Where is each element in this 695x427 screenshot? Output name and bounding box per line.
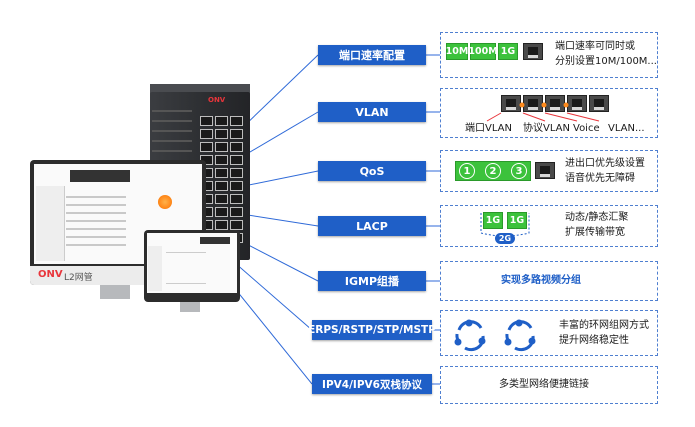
- speed-chip: 10M: [446, 43, 468, 60]
- switch-port: [230, 142, 243, 152]
- detail-box-qos: 1 2 3 进出口优先级设置 语音优先无障碍: [440, 150, 658, 192]
- vlan-link-lines: [486, 102, 600, 122]
- detail-box-vlan: 端口VLAN 协议VLAN Voice VLAN...: [440, 88, 658, 138]
- feature-label-vlan: VLAN: [318, 102, 426, 122]
- switch-port: [200, 129, 213, 139]
- switch-port: [200, 116, 213, 126]
- lacp-aggregate-badge: 2G: [495, 233, 515, 244]
- screen-switch-preview: [70, 170, 130, 182]
- switch-port: [230, 129, 243, 139]
- feature-desc: 动态/静态汇聚: [565, 212, 629, 223]
- feature-desc: 实现多路视频分组: [501, 275, 581, 286]
- heat-fin: [152, 110, 192, 112]
- screen-sidebar: [148, 246, 162, 291]
- switch-port: [230, 116, 243, 126]
- monitor-stand: [100, 285, 130, 299]
- detail-box-igmp: 实现多路视频分组: [440, 261, 658, 301]
- heat-fin: [152, 150, 192, 152]
- feature-desc: 丰富的环网组网方式: [559, 320, 649, 331]
- feature-desc: 提升网络稳定性: [559, 335, 629, 346]
- screen-table: [166, 252, 206, 284]
- heat-fin: [152, 120, 192, 122]
- priority-number: 2: [485, 163, 501, 179]
- hub-node-icon: [158, 195, 172, 209]
- feature-label-igmp: IGMP组播: [318, 271, 426, 291]
- switch-port: [215, 194, 228, 204]
- ethernet-port-icon: [523, 43, 543, 60]
- switch-port: [215, 129, 228, 139]
- feature-label-ring: ERPS/RSTP/STP/MSTP: [308, 320, 436, 340]
- lacp-chip: 1G: [507, 212, 527, 229]
- feature-desc: 端口速率可同时或: [555, 41, 635, 52]
- switch-port: [230, 207, 243, 217]
- feature-label-qos: QoS: [318, 161, 426, 181]
- switch-port: [215, 181, 228, 191]
- ethernet-port-icon: [535, 162, 555, 179]
- feature-label-ipv6: IPV4/IPV6双栈协议: [312, 374, 432, 394]
- lacp-chip: 1G: [483, 212, 503, 229]
- feature-desc: VLAN...: [608, 123, 645, 134]
- detail-box-speed: 10M 100M 1G 端口速率可同时或 分别设置10M/100M...: [440, 32, 658, 78]
- switch-port: [230, 220, 243, 230]
- feature-desc: 分别设置10M/100M...: [555, 56, 657, 67]
- product-name: L2网管: [64, 273, 93, 283]
- brand-logo: ONV: [38, 269, 63, 280]
- priority-number: 1: [459, 163, 475, 179]
- heat-fin: [152, 130, 192, 132]
- switch-port: [215, 220, 228, 230]
- feature-desc: 语音优先无障碍: [565, 173, 635, 184]
- feature-desc: 端口VLAN: [465, 123, 512, 134]
- speed-chip: 1G: [498, 43, 518, 60]
- ring-network-icon: [454, 319, 536, 352]
- switch-port: [230, 155, 243, 165]
- switch-top: [150, 84, 250, 94]
- switch-port: [230, 181, 243, 191]
- detail-box-ring: 丰富的环网组网方式 提升网络稳定性: [440, 310, 658, 356]
- switch-port: [230, 168, 243, 178]
- heat-fin: [152, 140, 192, 142]
- feature-desc: 扩展传输带宽: [565, 227, 625, 238]
- switch-port: [215, 142, 228, 152]
- priority-number: 3: [511, 163, 527, 179]
- feature-desc: 协议VLAN: [523, 123, 570, 134]
- feature-desc: 进出口优先级设置: [565, 158, 645, 169]
- speed-chip: 100M: [468, 43, 498, 60]
- screen-switch-preview: [200, 237, 230, 244]
- switch-port: [215, 168, 228, 178]
- detail-box-lacp: 1G 1G 2G 动态/静态汇聚 扩展传输带宽: [440, 205, 658, 247]
- ethernet-port-icon: [589, 95, 609, 112]
- switch-port: [215, 116, 228, 126]
- feature-desc: 多类型网络便捷链接: [499, 379, 589, 390]
- switch-port: [230, 194, 243, 204]
- ethernet-port-icon: [501, 95, 521, 112]
- monitor-stand: [180, 302, 200, 312]
- switch-port: [215, 155, 228, 165]
- screen-sidebar: [36, 186, 65, 261]
- switch-logo: ONV: [208, 96, 226, 104]
- screen-table: [66, 190, 126, 260]
- switch-port: [200, 142, 213, 152]
- feature-desc: Voice: [573, 123, 600, 134]
- feature-label-speed: 端口速率配置: [318, 45, 426, 65]
- detail-box-ipv6: 多类型网络便捷链接: [440, 366, 658, 404]
- switch-port: [215, 207, 228, 217]
- feature-label-lacp: LACP: [318, 216, 426, 236]
